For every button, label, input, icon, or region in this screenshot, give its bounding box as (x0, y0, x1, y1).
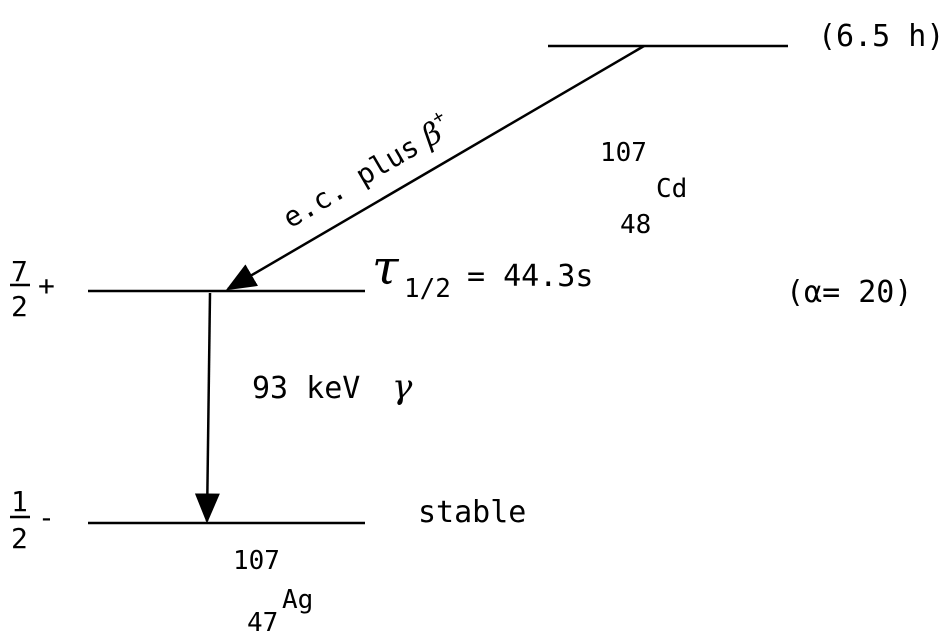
tau-subscript: 1/2 (404, 274, 451, 304)
ground-parity: - (38, 501, 55, 534)
ground-spin-numerator: 1 (11, 485, 28, 518)
parent-atomic-number: 48 (620, 210, 652, 240)
excited-spin-denominator: 2 (11, 290, 28, 323)
excited-parity: + (38, 269, 55, 302)
excited-half-life-value: = 44.3s (467, 259, 594, 294)
daughter-mass-number: 107 (233, 546, 280, 576)
ground-stability-label: stable (418, 495, 527, 530)
conversion-coefficient-label: (α= 20) (786, 275, 913, 310)
parent-mass-number: 107 (600, 138, 647, 168)
gamma-arrow (194, 292, 220, 524)
daughter-atomic-number: 47 (247, 608, 279, 638)
gamma-symbol: γ (392, 367, 413, 407)
gamma-energy-label: 93 keV (252, 371, 361, 406)
daughter-element-symbol: Ag (282, 585, 314, 615)
parent-half-life-label: (6.5 h) (818, 19, 945, 54)
parent-element-symbol: Cd (656, 174, 688, 204)
excited-spin-numerator: 7 (11, 255, 28, 288)
ground-spin-denominator: 2 (11, 522, 28, 555)
decay-arrow (225, 44, 645, 291)
tau-symbol: τ (372, 240, 399, 296)
